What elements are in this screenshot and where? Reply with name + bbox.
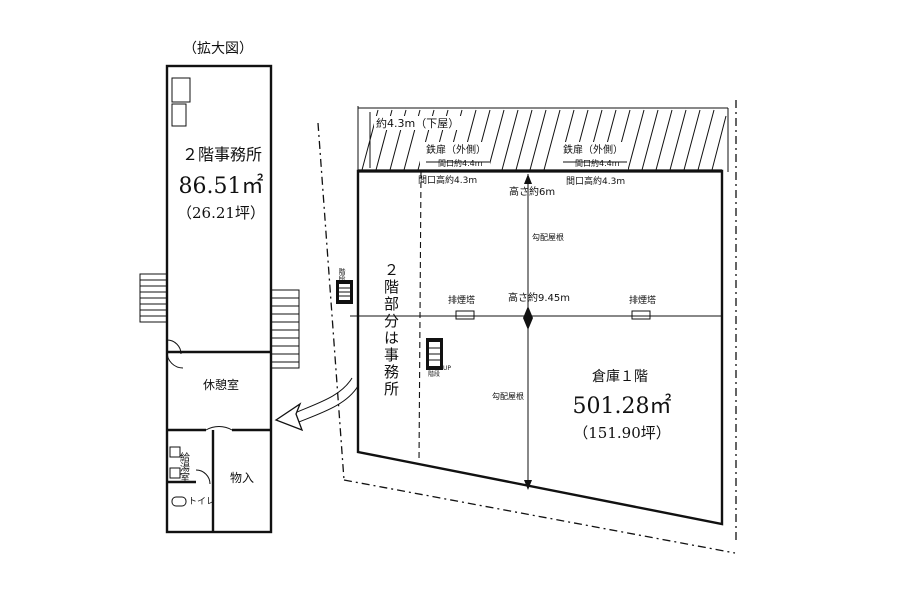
height-6m: 高さ約6m — [509, 185, 555, 198]
office-tsubo: （26.21坪） — [177, 204, 265, 222]
arrow-up-icon — [524, 174, 532, 184]
second-floor-office-label: ２階部分は事務所 — [382, 262, 400, 398]
arrow-head-icon — [274, 402, 304, 432]
stair-marker-middle: 階段 — [426, 338, 443, 378]
eaves-label: 約4.3m（下屋） — [376, 116, 459, 130]
enlarged-label: （拡大図） — [183, 41, 253, 57]
stair-marker-left: 階段 — [336, 267, 353, 304]
office-name: ２階事務所 — [182, 145, 262, 164]
vent-right-icon — [631, 310, 651, 320]
warehouse-area: 501.28㎡ — [573, 393, 672, 419]
stove-icon — [169, 446, 181, 458]
svg-text:階段: 階段 — [428, 370, 440, 378]
vent-right-label: 排煙塔 — [629, 294, 656, 306]
boundary-line-bottom — [343, 479, 736, 554]
door-right-height: 間口高約4.3m — [566, 175, 625, 187]
office-area: 86.51㎡ — [179, 173, 264, 199]
warehouse-tsubo: （151.90坪） — [573, 424, 671, 442]
door-right-width: 間口約4.4m — [575, 158, 620, 168]
warehouse-outline — [356, 169, 724, 526]
left-staircase — [139, 273, 168, 323]
rest-room-label: 休憩室 — [203, 377, 239, 392]
door-swing — [205, 426, 233, 431]
up-label: UP — [443, 365, 451, 372]
sink-icon — [171, 77, 191, 103]
door-right-label: 鉄扉（外側） — [563, 143, 623, 156]
door-left-height: 間口高約4.3m — [418, 174, 477, 186]
toilet-icon — [171, 496, 187, 507]
roof-bottom-label: 勾配屋根 — [492, 391, 524, 401]
vent-left-icon — [455, 310, 475, 320]
vent-left-label: 排煙塔 — [448, 294, 475, 306]
storage-label: 物入 — [230, 471, 254, 485]
kitchen-label: 給湯室 — [178, 451, 190, 482]
roof-top-label: 勾配屋根 — [532, 232, 564, 242]
svg-text:階段: 階段 — [338, 267, 346, 283]
boundary-line-left — [317, 122, 345, 481]
warehouse-plan: 約4.3m（下屋） 鉄扉（外側） 鉄扉（外側） 間口約4.4m 間口約4.4m … — [317, 100, 737, 554]
door-left-width: 間口約4.4m — [438, 158, 483, 168]
toilet-label: トイレ — [188, 497, 215, 507]
second-floor-boundary — [418, 171, 422, 463]
height-945m: 高さ約9.45m — [508, 291, 570, 304]
warehouse-name: 倉庫１階 — [592, 368, 648, 385]
arrow-down-icon — [524, 480, 532, 490]
eaves-band — [357, 106, 729, 172]
right-staircase — [270, 289, 300, 369]
door-left-label: 鉄扉（外側） — [426, 143, 486, 156]
enlarged-plan: （拡大図） — [139, 41, 359, 534]
